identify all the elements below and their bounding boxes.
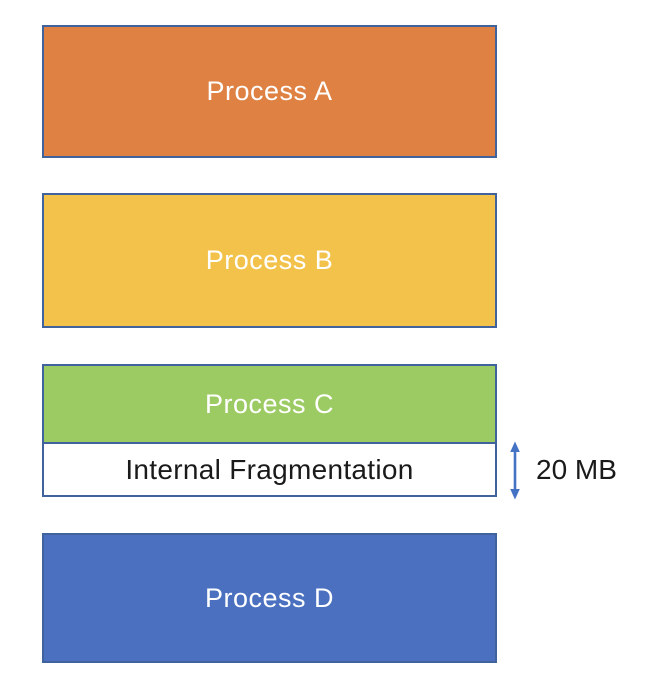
process-c-block: Process C bbox=[44, 366, 495, 444]
process-c-label: Process C bbox=[204, 388, 335, 419]
internal-fragmentation-label: Internal Fragmentation bbox=[125, 453, 414, 485]
process-a-block: Process A bbox=[42, 25, 497, 158]
internal-fragmentation-block: Internal Fragmentation bbox=[44, 444, 495, 495]
fragmentation-size-label: 20 MB bbox=[536, 454, 617, 485]
process-a-label: Process A bbox=[206, 76, 333, 106]
process-b-block: Process B bbox=[42, 193, 497, 328]
process-b-label: Process B bbox=[205, 245, 334, 275]
double-vertical-arrow-icon bbox=[510, 441, 520, 500]
process-c-partition-block: Process C Internal Fragmentation bbox=[42, 364, 497, 497]
process-d-block: Process D bbox=[42, 533, 497, 663]
process-d-label: Process D bbox=[204, 582, 335, 613]
